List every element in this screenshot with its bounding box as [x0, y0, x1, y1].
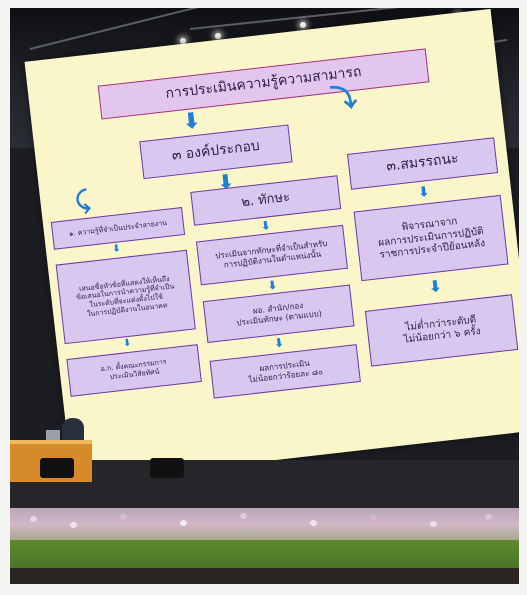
stage-speaker — [150, 458, 184, 478]
column3-step1: พิจารณาจาก ผลการประเมินการปฏิบัติ ราชการ… — [353, 194, 509, 282]
presenter — [62, 418, 84, 444]
column2-step1: ประเมินจากทักษะที่จำเป็นสำหรับ การปฏิบัต… — [195, 224, 348, 286]
projection-screen: การประเมินความรู้ความสามารถ ⬇ ⤵ ๓ องค์ปร… — [24, 8, 519, 484]
flower — [70, 522, 77, 528]
photo: การประเมินความรู้ความสามารถ ⬇ ⤵ ๓ องค์ปร… — [10, 8, 519, 584]
arrow-down-icon: ⬇ — [122, 337, 133, 350]
floor — [10, 568, 519, 584]
arrow-down-icon: ⬇ — [273, 335, 285, 351]
flower — [30, 516, 37, 522]
flower — [120, 514, 127, 520]
arrow-down-icon: ⬇ — [427, 276, 443, 297]
stage-light — [215, 33, 221, 39]
flower — [310, 520, 317, 526]
stage-light — [300, 22, 306, 28]
column2-step3: ผลการประเมิน ไม่น้อยกว่าร้อยละ ๘๐ — [209, 344, 361, 399]
flower — [240, 513, 247, 519]
column2-step2: ผอ. สำนัก/กอง ประเมินทักษะ (ตามแบบ) — [202, 284, 355, 343]
column1-step1: เสนอชื่อหัวข้อที่แสดงให้เห็นถึง ข้อเสนอใ… — [55, 249, 196, 345]
stage-speaker — [40, 458, 74, 478]
laptop — [46, 430, 60, 440]
arrow-down-icon: ⬇ — [111, 243, 122, 256]
slide-title: การประเมินความรู้ความสามารถ — [97, 48, 430, 120]
flower — [430, 521, 437, 527]
arrow-down-icon: ⬇ — [259, 218, 272, 234]
flower — [180, 520, 187, 526]
column3-header: ๓.สมรรถนะ — [347, 137, 499, 190]
column3-step2: ไม่ต่ำกว่าระดับดี ไม่น้อยกว่า ๖ ครั้ง — [364, 294, 519, 367]
arrow-curved-left-icon: ⤹ — [73, 185, 92, 215]
flower — [370, 515, 377, 521]
column1-step2: อ.ก. ตั้งคณะกรรมการ ประเมินวิสัยทัศน์ — [66, 344, 202, 397]
flower — [485, 514, 492, 520]
arrow-down-icon: ⬇ — [266, 277, 279, 293]
arrow-curved-right-icon: ⤵ — [329, 82, 359, 116]
arrow-down-icon: ⬇ — [181, 108, 203, 136]
arrow-down-icon: ⬇ — [416, 183, 431, 202]
stage-light — [180, 38, 186, 44]
